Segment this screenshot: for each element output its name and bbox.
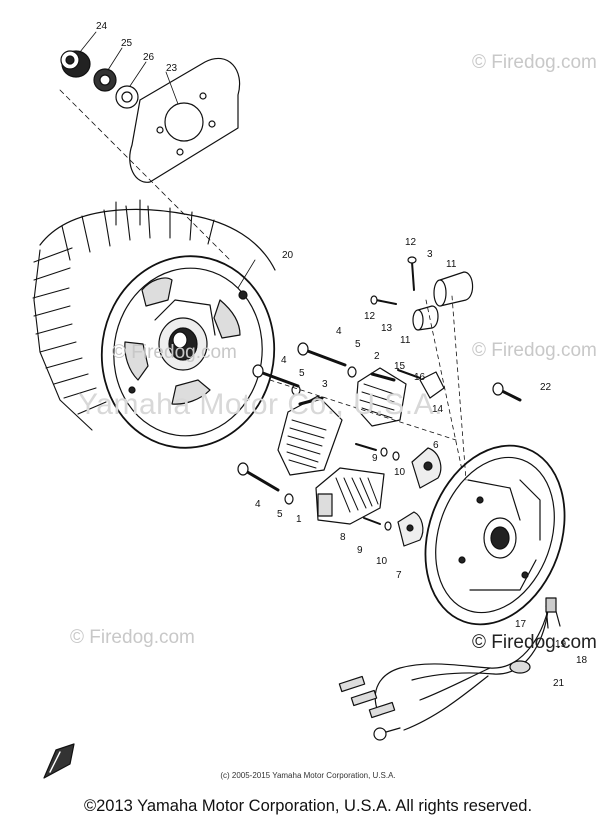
flywheel-20 [32,199,276,449]
part-number: 8 [340,532,346,543]
part-number: 21 [553,678,565,689]
diagram-copyright: (c) 2005-2015 Yamaha Motor Corporation, … [220,771,396,780]
washer-26 [115,85,139,109]
part-number: 17 [515,619,527,630]
part-number: 15 [394,361,406,372]
bolt-22 [492,382,522,402]
part-number: 5 [355,339,361,350]
watermark-top-right: © Firedog.com [472,52,597,73]
part-number: 11 [400,335,411,346]
part-number: 5 [277,509,283,520]
part-number: 12 [405,237,417,248]
washer-25 [93,68,117,92]
coil-3 [277,395,343,476]
watermark-bottom-right: © Firedog.com [472,632,597,653]
part-number: 22 [540,382,552,393]
breaker-7 [397,511,424,547]
screw-12 [370,256,417,305]
coil-1 [315,467,385,525]
screw-4a [252,364,300,388]
part-number: 23 [166,63,178,74]
part-number: 13 [381,323,393,334]
front-direction-icon [43,743,75,779]
part-number: 2 [374,351,380,362]
part-number: 6 [433,440,439,451]
part-number: 9 [372,453,378,464]
breaker-14 [397,369,445,399]
part-number: 26 [143,52,155,63]
screw-4c [237,462,294,505]
part-number: 4 [281,355,287,366]
breaker-6 [411,447,442,489]
part-number: 3 [427,249,433,260]
watermark-bottom-left: © Firedog.com [70,627,195,648]
screws-8-9-10 [355,443,400,531]
part-number: 24 [96,21,108,32]
part-number: 10 [376,556,388,567]
part-number: 9 [357,545,363,556]
wire-harness [338,597,561,741]
part-number: 1 [296,514,302,525]
part-number: 5 [299,368,305,379]
washer-5 [291,366,357,396]
part-number: 12 [364,311,376,322]
watermark-mid-right: © Firedog.com [472,340,597,361]
part-number: 16 [414,372,426,383]
watermark-company: Yamaha Motor Co., U.S.A. [78,388,443,421]
gasket-23 [129,57,241,183]
nut-24 [60,50,91,78]
part-number: 4 [255,499,261,510]
condenser-11 [412,271,474,331]
part-number: 19 [555,639,567,650]
part-number: 20 [282,250,294,261]
part-number: 10 [394,467,406,478]
part-number: 7 [396,570,402,581]
part-number: 4 [336,326,342,337]
part-number: 3 [322,379,328,390]
stator-plate [424,444,566,626]
part-number: 14 [432,404,444,415]
screw-4b [297,342,347,367]
watermark-mid-left: © Firedog.com [112,342,237,363]
footer-copyright: ©2013 Yamaha Motor Corporation, U.S.A. A… [83,797,533,815]
part-number: 11 [446,259,457,270]
part-number: 25 [121,38,133,49]
part-number: 18 [576,655,588,666]
